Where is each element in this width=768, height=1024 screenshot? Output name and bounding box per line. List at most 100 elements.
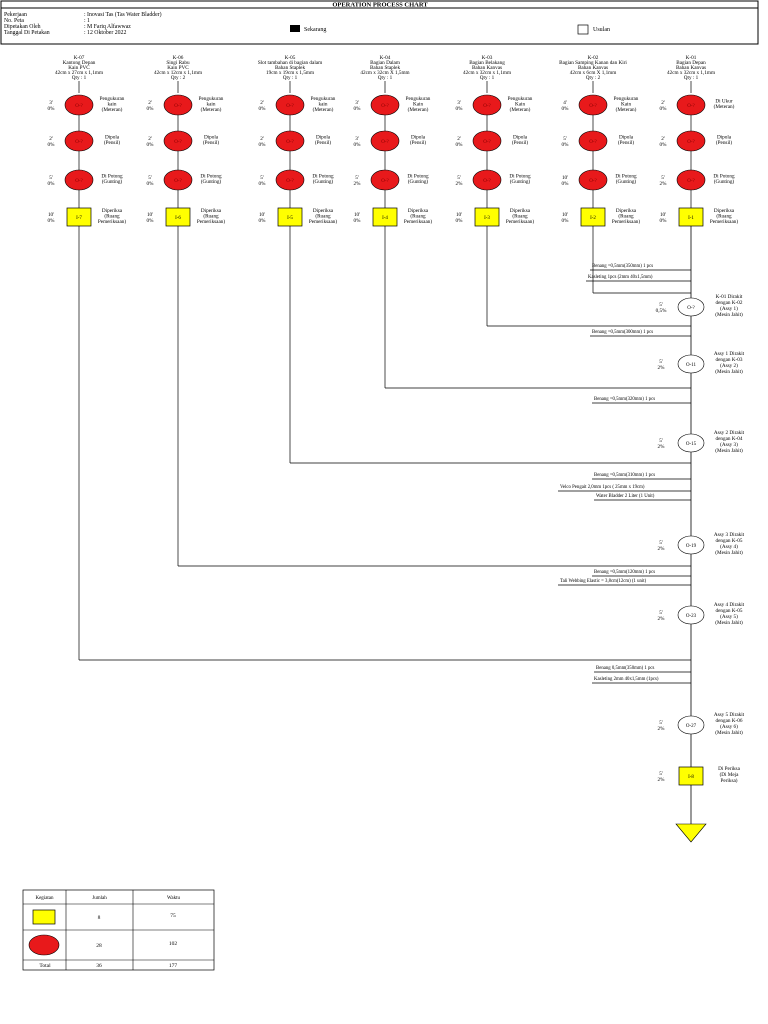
operation-symbol-outline [677,535,705,555]
operation-symbol [676,94,706,116]
step-id: I-8 [688,775,694,780]
step-description: Kain [515,101,525,107]
step-description: dengan K-05 [716,608,743,614]
component-size: 42cm x 32cm x 1,1mm [667,70,715,76]
step-id: O-? [589,140,597,145]
material-input: Benang =0,5mm(310mm) 1 pcs [592,473,691,480]
step-time: 2' [661,100,665,106]
step-description: Assy 2 Dirakit [714,430,745,436]
step-description: Pengukuran [614,96,639,102]
material-label: Water Bladder 2 Liter (1 Unit) [596,494,655,499]
step-id: O-? [483,179,491,184]
step-description: Di Potong [615,173,637,179]
step-percent: 2% [456,181,464,187]
step-description: (Mesin Jahit) [715,549,743,556]
component-qty: Qty : 2 [586,75,601,81]
step-description: Pengukuran [311,96,336,102]
component-name: Bahan Kanvas [676,65,706,71]
component-name: Slot tambahan di bagian dalam [258,60,322,66]
step-id: I-6 [175,216,181,221]
operation-symbol [472,130,502,152]
step-description: Periksa) [721,777,738,784]
step-time: 4' [563,100,567,106]
step-time: 3' [355,136,359,142]
step-id: O-? [75,179,83,184]
step-description: (Meteran) [408,106,429,113]
step-description: (Di Meja [720,771,740,778]
header-field-label: No. Peta [4,18,24,24]
summary-count: 8 [98,915,101,921]
summary-total-count: 36 [96,963,102,969]
step-percent: 2% [658,777,666,783]
step-id: O-? [381,179,389,184]
operation-symbol [472,94,502,116]
step-percent: 0% [48,106,56,112]
step-description: (Assy 2) [720,362,738,369]
operation-symbol [28,934,60,956]
step-description: (Ruang [512,212,528,219]
step-id: I-3 [484,216,490,221]
step-id: O-? [286,179,294,184]
step-percent: 0% [147,142,155,148]
operation-symbol [64,169,94,191]
operation-symbol [275,169,305,191]
step-description: Di Ukur [715,98,732,104]
operation-symbol [370,94,400,116]
step-time: 3' [355,100,359,106]
inspection-symbol [165,207,191,227]
step-time: 10' [259,212,265,218]
step-description: (Gunting) [313,178,334,185]
operation-symbol [578,94,608,116]
step-description: Pengukuran [508,96,533,102]
step-id: O-? [687,104,695,109]
summary-time: 102 [169,941,178,947]
component-name: Bagian Depan [676,60,706,66]
step-description: Pemeriksaan) [404,218,433,225]
component-qty: Qty : 1 [684,75,699,81]
step-time: 2' [49,136,53,142]
component-code: K-06 [173,55,184,61]
material-input: Benang =0,5mm(120mm) 1 pcs [592,570,691,577]
step-description: Dipola [619,134,634,140]
step-description: (Pensil) [104,139,120,146]
operation-symbol [163,169,193,191]
step-time: 5' [355,175,359,181]
step-time: 10' [562,175,568,181]
summary-total-label: Total [39,963,51,969]
step-description: (Pensil) [716,139,732,146]
legend-proposed-label: Usulan [593,27,610,33]
header-field-label: Dipetakan Oleh [4,24,41,30]
material-input: Tali Webbing Elastic = 3,8cm(12cm) (1 un… [558,579,691,586]
step-description: (Ruang [410,212,426,219]
material-label: Kasleting 2mm 40x1,5mm (1pcs) [594,677,659,682]
step-description: Diperiksa [408,208,429,214]
operation-symbol [163,130,193,152]
chart-header: OPERATION PROCESS CHART Pekerjaan: Inova… [0,0,759,45]
step-description: kain [207,101,216,107]
step-description: Pemeriksaan) [710,218,739,225]
operation-symbol-outline [677,715,705,735]
step-percent: 2% [660,181,668,187]
step-percent: 0% [147,106,155,112]
step-description: Di Potong [312,173,334,179]
step-percent: 0% [456,218,464,224]
step-id: O-? [381,104,389,109]
step-description: (Gunting) [201,178,222,185]
step-time: 2' [661,136,665,142]
step-description: (Pensil) [203,139,219,146]
step-description: (Gunting) [714,178,735,185]
step-id: O-? [75,104,83,109]
component-name: Singi Rabu [166,60,190,66]
step-time: 5' [49,175,53,181]
step-description: Di Potong [407,173,429,179]
step-description: dengan K-05 [716,538,743,544]
step-time: 3' [49,100,53,106]
step-description: Pemeriksaan) [309,218,338,225]
step-description: K-01 Dirakit [716,294,743,300]
operation-symbol [64,130,94,152]
step-description: (Gunting) [616,178,637,185]
step-time: 5' [563,136,567,142]
summary-time: 75 [170,913,176,919]
